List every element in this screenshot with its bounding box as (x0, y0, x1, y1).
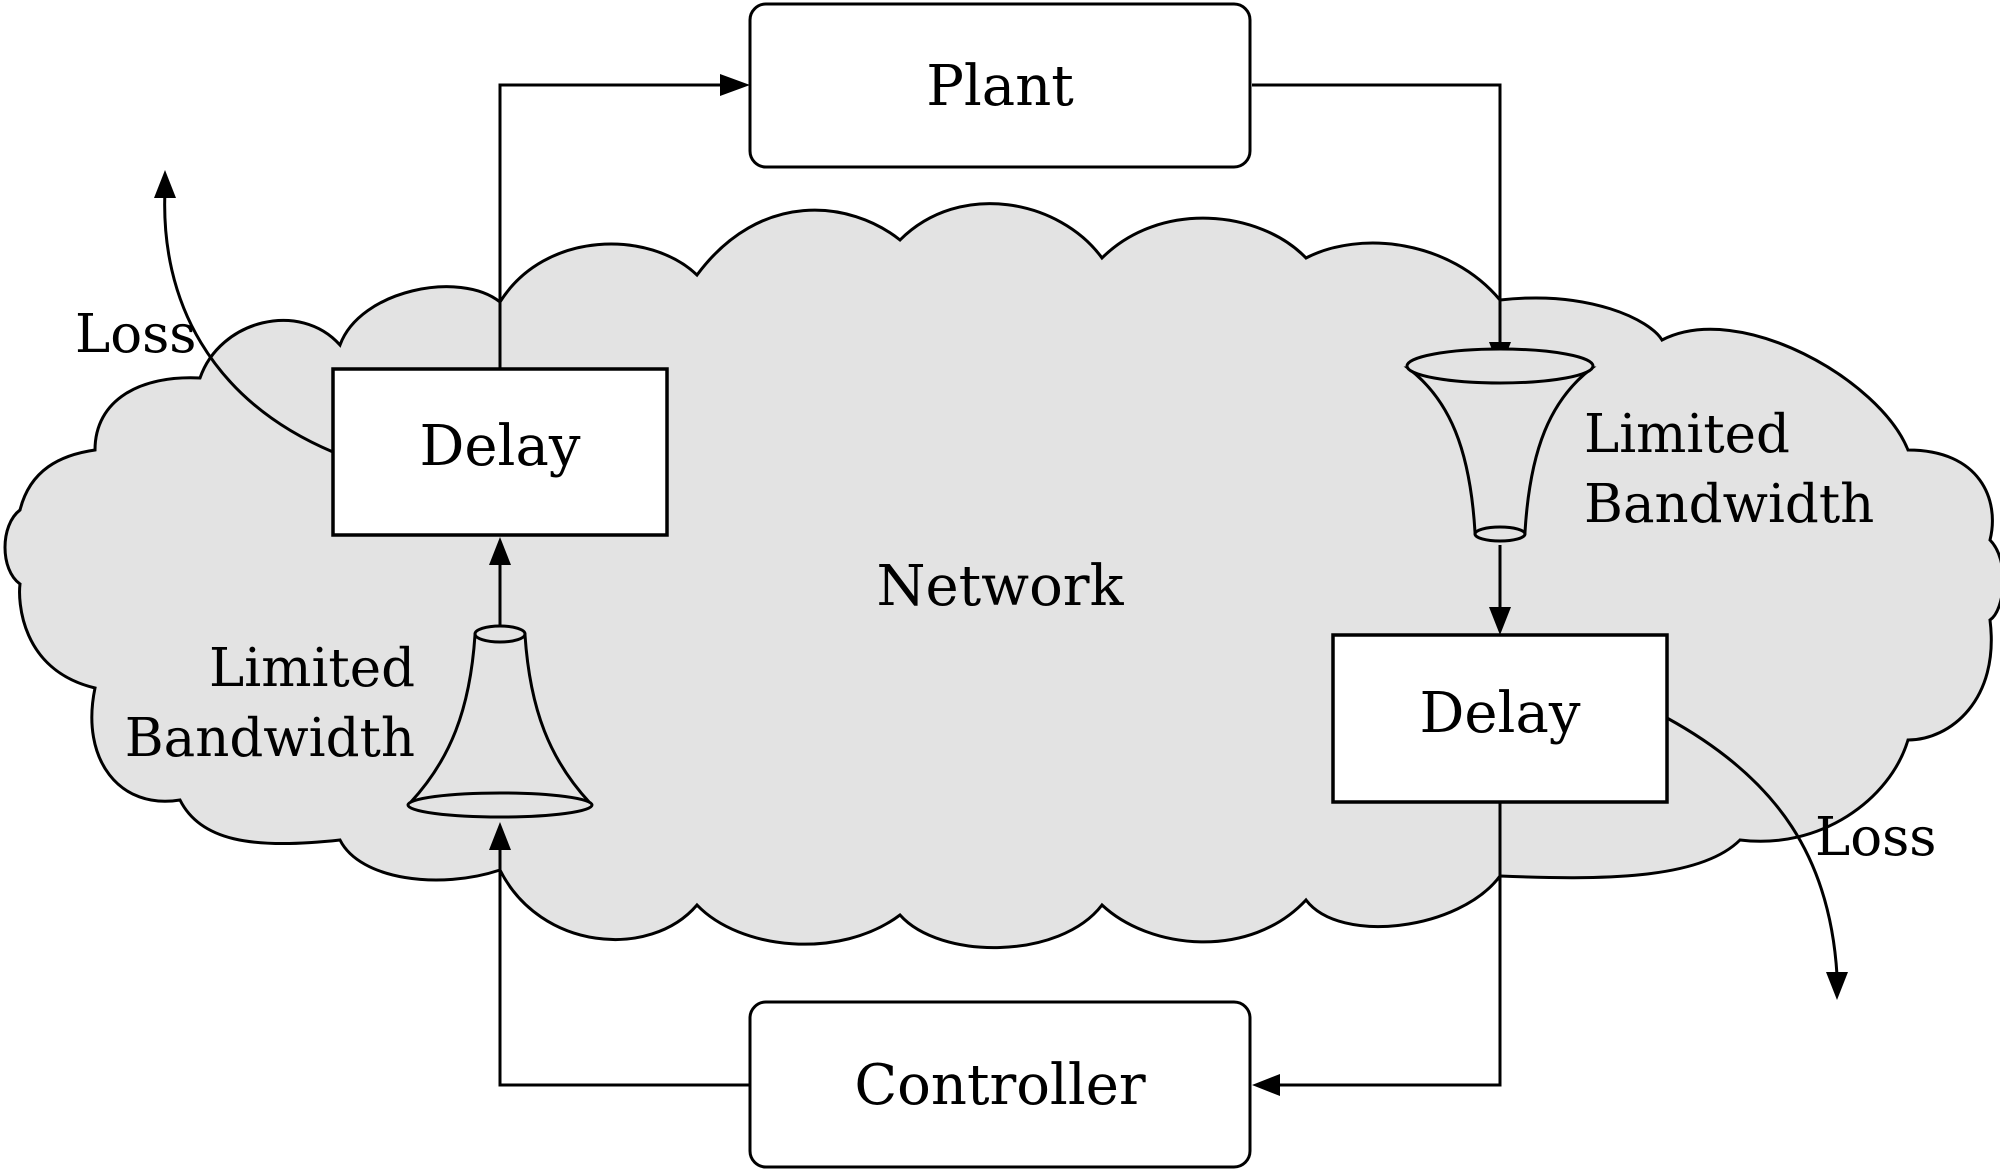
network-label: Network (877, 554, 1125, 619)
bandwidth-left-line1: Limited (209, 638, 415, 699)
connection-lines (163, 83, 1839, 1087)
bandwidth-right-line1: Limited (1584, 404, 1790, 465)
loss-left-label: Loss (75, 304, 197, 365)
bandwidth-right-line2: Bandwidth (1584, 474, 1874, 535)
arrow-to-left-funnel (489, 822, 511, 850)
arrow-to-controller (1252, 1074, 1280, 1096)
arrow-loss-right (1826, 972, 1848, 1000)
arrow-to-left-delay (489, 537, 511, 565)
plant-box (748, 2, 1252, 169)
delay-box-right (1331, 633, 1669, 804)
plant-label: Plant (926, 54, 1074, 119)
bandwidth-funnel-left (406, 624, 594, 819)
loss-right-label: Loss (1815, 807, 1937, 868)
bandwidth-left-line2: Bandwidth (125, 708, 415, 769)
delay-left-label: Delay (420, 414, 581, 479)
arrow-to-right-delay (1489, 607, 1511, 635)
delay-right-label: Delay (1420, 681, 1581, 746)
arrow-loss-left (154, 170, 176, 198)
arrow-to-plant (720, 74, 750, 96)
bandwidth-funnel-right (1403, 347, 1597, 543)
controller-label: Controller (854, 1053, 1146, 1118)
